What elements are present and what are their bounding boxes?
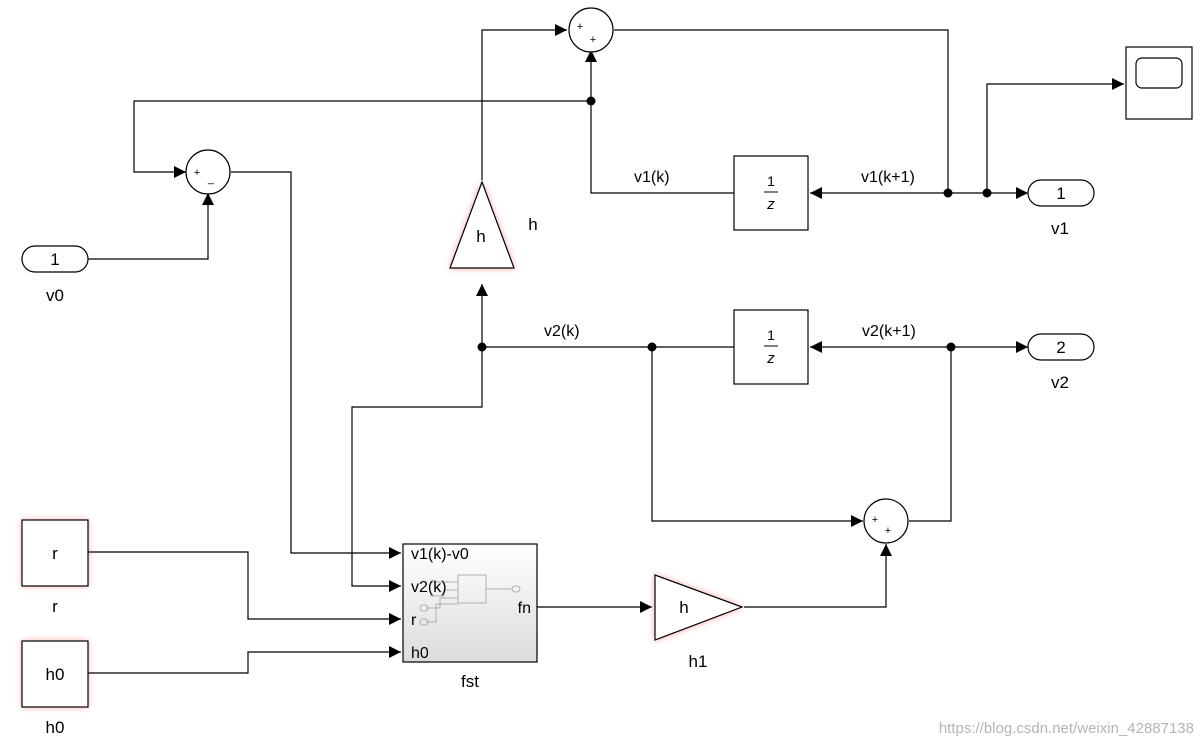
wire-v1k[interactable]: [590, 101, 734, 194]
unit-delay-v2[interactable]: 1 z: [733, 309, 809, 385]
wire-to-scope[interactable]: [986, 78, 1124, 193]
delay-numerator: 1: [767, 327, 775, 343]
constant-h0-value: h0: [46, 665, 65, 684]
constant-block-r[interactable]: r r: [21, 519, 89, 616]
inport-v0-label: v0: [46, 286, 64, 305]
sum-sign: +: [590, 34, 596, 46]
constant-block-h0[interactable]: h0 h0: [21, 640, 89, 737]
wire-h0[interactable]: [88, 646, 401, 674]
wire-v1k-to-err-sum[interactable]: [133, 100, 591, 178]
outport-v1[interactable]: 1 v1: [1027, 179, 1095, 238]
junction-dot: [477, 342, 487, 352]
subsystem-fst[interactable]: v1(k)-v0 v2(k) r h0 fn fst: [402, 543, 538, 691]
junction-dot: [943, 188, 953, 198]
fst-port-in-3: r: [411, 612, 417, 629]
gain-h1-label: h1: [689, 652, 708, 671]
gain-block-h1[interactable]: h h1: [654, 574, 744, 671]
junction-dot: [946, 342, 956, 352]
sum-block-top[interactable]: + +: [568, 7, 614, 53]
outport-v2-number: 2: [1056, 338, 1065, 357]
sum-block-error[interactable]: + _: [185, 149, 231, 195]
inport-v0-number: 1: [50, 250, 59, 269]
fst-label: fst: [461, 672, 479, 691]
signal-label-v2k1: v2(k+1): [862, 323, 916, 340]
wire-r[interactable]: [88, 551, 401, 625]
signal-label-v1k: v1(k): [634, 169, 670, 186]
wire-v2k-to-fst[interactable]: [351, 347, 483, 592]
scope-screen-icon: [1135, 57, 1183, 89]
fst-port-in-2: v2(k): [411, 579, 447, 596]
outport-v1-label: v1: [1051, 219, 1069, 238]
constant-r-label: r: [52, 597, 58, 616]
wire-h-to-sum-top[interactable]: [481, 24, 567, 180]
junction-dot: [647, 342, 657, 352]
gain-h1-value: h: [679, 598, 688, 617]
sum-sign: +: [885, 525, 891, 537]
scope-block[interactable]: [1125, 46, 1193, 120]
signal-label-v2k: v2(k): [544, 323, 580, 340]
junction-dot: [586, 96, 596, 106]
constant-r-value: r: [52, 544, 58, 563]
wire-v0[interactable]: [88, 193, 214, 260]
fst-port-in-4: h0: [411, 645, 429, 662]
signal-lines: [88, 24, 1124, 674]
inport-v0[interactable]: 1 v0: [21, 245, 89, 305]
wire-err-to-fst[interactable]: [231, 171, 401, 559]
sum-sign: +: [194, 167, 200, 179]
sum-block-bottom[interactable]: + +: [863, 498, 909, 544]
watermark: https://blog.csdn.net/weixin_42887138: [938, 720, 1194, 737]
constant-h0-label: h0: [46, 718, 65, 737]
wire-sum-top-out[interactable]: [614, 29, 949, 193]
gain-block-h[interactable]: h h: [449, 180, 538, 269]
sum-sign: +: [872, 514, 878, 526]
outport-v2[interactable]: 2 v2: [1027, 333, 1095, 392]
sum-sign: +: [577, 21, 583, 33]
delay-denominator: z: [766, 196, 775, 213]
junction-dot: [982, 188, 992, 198]
gain-h-value: h: [476, 227, 485, 246]
sum-sign: _: [207, 173, 215, 185]
wire-v2k-to-sum-bottom[interactable]: [651, 347, 863, 527]
wire-h1-to-sum-bottom[interactable]: [744, 544, 892, 608]
branch-points: [477, 96, 992, 352]
fst-port-in-1: v1(k)-v0: [411, 546, 469, 563]
outport-v1-number: 1: [1056, 184, 1065, 203]
outport-v2-label: v2: [1051, 373, 1069, 392]
subsystem-preview-icon: [419, 574, 521, 626]
delay-denominator: z: [766, 350, 775, 367]
delay-numerator: 1: [767, 173, 775, 189]
wire-sum-bottom-out[interactable]: [909, 347, 952, 522]
gain-h-label: h: [528, 215, 537, 234]
signal-label-v1k1: v1(k+1): [861, 169, 915, 186]
unit-delay-v1[interactable]: 1 z: [733, 155, 809, 231]
fst-port-out: fn: [518, 600, 531, 617]
